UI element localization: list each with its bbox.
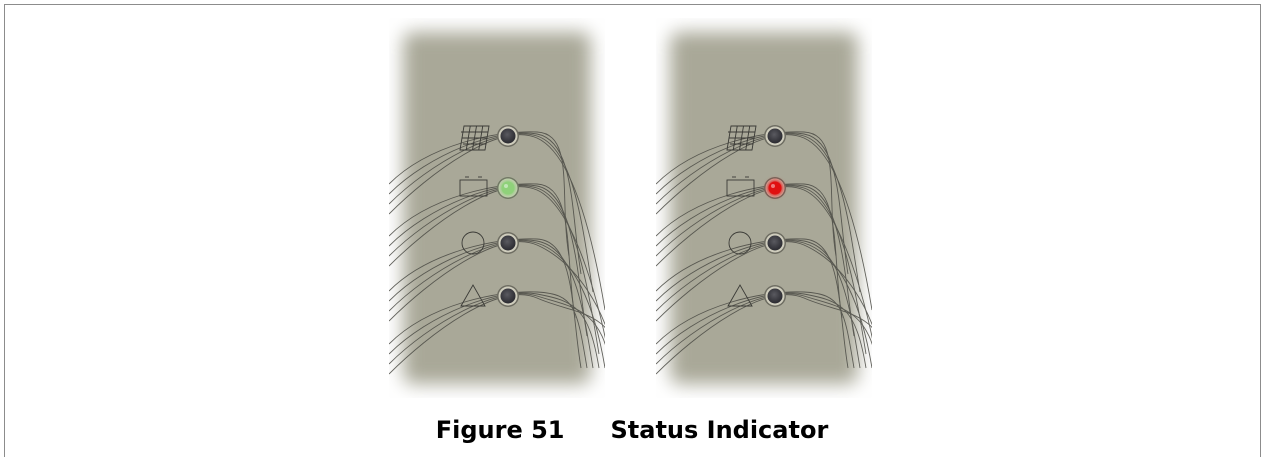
status-led bbox=[497, 285, 519, 307]
figure-title: Status Indicator bbox=[610, 416, 829, 444]
status-panel-graphic bbox=[389, 32, 605, 384]
panel-surface bbox=[403, 32, 591, 384]
status-led bbox=[764, 177, 786, 199]
status-led bbox=[764, 125, 786, 147]
panel-surface bbox=[670, 32, 858, 384]
solar-panel-icon bbox=[459, 125, 490, 151]
figure-frame bbox=[4, 4, 1261, 457]
status-panel-left bbox=[389, 18, 605, 398]
status-led bbox=[497, 177, 519, 199]
status-led bbox=[764, 285, 786, 307]
figure-caption: Figure 51 Status Indicator bbox=[0, 416, 1264, 444]
battery-icon bbox=[726, 176, 755, 197]
decorative-curves bbox=[656, 131, 872, 375]
status-panel-right bbox=[656, 18, 872, 398]
warning-triangle-icon bbox=[727, 284, 753, 307]
status-led bbox=[497, 232, 519, 254]
battery-icon bbox=[459, 176, 488, 197]
figure-number: Figure 51 bbox=[435, 416, 565, 444]
circle-icon bbox=[728, 231, 752, 255]
status-led bbox=[764, 232, 786, 254]
status-led bbox=[497, 125, 519, 147]
status-panel-graphic bbox=[656, 32, 872, 384]
solar-panel-icon bbox=[726, 125, 757, 151]
circle-icon bbox=[461, 231, 485, 255]
decorative-curves bbox=[389, 131, 605, 375]
warning-triangle-icon bbox=[460, 284, 486, 307]
